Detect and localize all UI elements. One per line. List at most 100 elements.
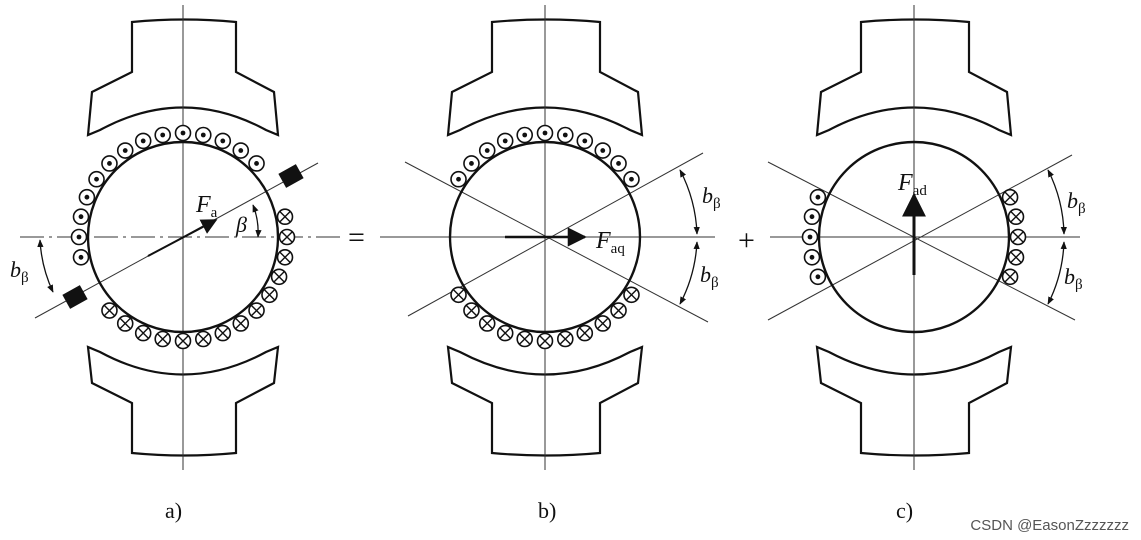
- conductor-ring: [801, 188, 1027, 286]
- conductor-in-icon: [101, 302, 118, 319]
- top-pole: [446, 18, 644, 137]
- conductor-out-icon: [72, 248, 90, 266]
- conductor-in-icon: [536, 332, 554, 350]
- stator-poles: [815, 18, 1013, 457]
- angle-arc-beta: [252, 204, 262, 238]
- top-pole: [815, 18, 1013, 137]
- conductor-in-icon: [232, 315, 250, 332]
- conductor-in-icon: [134, 324, 152, 342]
- force-arrow-fa: [147, 219, 218, 257]
- conductor-out-icon: [623, 170, 640, 188]
- conductor-in-icon: [1001, 188, 1019, 206]
- conductor-in-icon: [154, 330, 172, 348]
- width-arc-b: [37, 239, 54, 293]
- conductor-out-icon: [72, 208, 90, 226]
- conductor-in-icon: [610, 302, 627, 319]
- conductor-out-icon: [594, 142, 612, 159]
- conductor-in-icon: [276, 208, 294, 226]
- diagonal-line: [404, 161, 709, 323]
- width-arc-b-lower: [679, 241, 700, 305]
- conductor-out-icon: [154, 126, 172, 144]
- equals-operator: =: [348, 221, 365, 254]
- conductor-out-icon: [496, 132, 514, 150]
- conductor-in-icon: [576, 324, 594, 342]
- stator-poles: [446, 18, 644, 457]
- angle-label-beta: β: [235, 212, 247, 237]
- panel-c: Fad bβ bβ c): [767, 5, 1086, 523]
- conductor-out-icon: [556, 126, 574, 144]
- width-label-b-lower: bβ: [1064, 264, 1083, 293]
- conductor-out-icon: [516, 126, 534, 144]
- conductor-out-icon: [803, 248, 821, 266]
- width-arc-b-lower: [1047, 241, 1067, 305]
- width-arc-b-upper: [679, 169, 700, 235]
- conductor-out-icon: [610, 155, 627, 172]
- panel-a: Fa β bβ a): [10, 5, 345, 523]
- conductor-out-icon: [134, 132, 152, 150]
- conductor-in-icon: [450, 286, 467, 304]
- conductor-in-icon: [478, 315, 496, 332]
- conductor-in-icon: [174, 332, 192, 350]
- conductor-out-icon: [101, 155, 118, 172]
- force-label-fa: Fa: [195, 192, 218, 221]
- watermark: CSDN @EasonZzzzzzz: [970, 517, 1129, 534]
- conductor-out-icon: [450, 170, 467, 188]
- brush-upper: [278, 164, 304, 188]
- conductor-in-icon: [276, 248, 294, 266]
- conductor-out-icon: [116, 142, 134, 159]
- panel-caption-b: b): [538, 498, 556, 523]
- brushes: [62, 164, 304, 309]
- conductor-in-icon: [516, 330, 534, 348]
- conductor-out-icon: [536, 124, 554, 142]
- conductor-ring: [70, 124, 296, 350]
- conductor-out-icon: [478, 142, 496, 159]
- conductor-in-icon: [623, 286, 640, 304]
- brush-lower: [62, 285, 88, 309]
- diagonal-line: [767, 161, 1076, 321]
- panel-caption-a: a): [165, 498, 182, 523]
- conductor-out-icon: [809, 188, 827, 206]
- conductor-out-icon: [78, 188, 96, 206]
- conductor-in-icon: [496, 324, 514, 342]
- conductor-out-icon: [232, 142, 250, 159]
- conductor-out-icon: [809, 268, 827, 286]
- bottom-pole: [446, 345, 644, 457]
- width-label-b-upper: bβ: [1067, 188, 1086, 217]
- conductor-in-icon: [1007, 208, 1025, 226]
- diagonal-line: [767, 154, 1073, 321]
- conductor-in-icon: [270, 268, 288, 286]
- width-label-b-lower: bβ: [700, 262, 719, 291]
- conductor-out-icon: [801, 228, 819, 246]
- width-label-b: bβ: [10, 257, 29, 286]
- conductor-in-icon: [1001, 268, 1019, 286]
- conductor-out-icon: [576, 132, 594, 150]
- force-label-faq: Faq: [595, 228, 625, 257]
- rotor-circle: [817, 140, 1011, 334]
- conductor-ring: [450, 124, 640, 350]
- panel-caption-c: c): [896, 498, 913, 523]
- conductor-in-icon: [214, 324, 232, 342]
- conductor-out-icon: [803, 208, 821, 226]
- rotor-circle: [448, 140, 642, 334]
- conductor-in-icon: [594, 315, 612, 332]
- conductor-in-icon: [556, 330, 574, 348]
- conductor-in-icon: [248, 302, 265, 319]
- stator-poles: [86, 18, 280, 457]
- conductor-in-icon: [116, 315, 134, 332]
- conductor-out-icon: [194, 126, 212, 144]
- conductor-out-icon: [214, 132, 232, 150]
- conductor-out-icon: [248, 155, 265, 172]
- width-label-b-upper: bβ: [702, 183, 721, 212]
- conductor-out-icon: [174, 124, 192, 142]
- conductor-in-icon: [1007, 248, 1025, 266]
- bottom-pole: [86, 345, 280, 457]
- conductor-out-icon: [70, 228, 88, 246]
- conductor-in-icon: [194, 330, 212, 348]
- rotor-circle: [86, 140, 280, 334]
- plus-operator: +: [738, 224, 755, 257]
- conductor-in-icon: [278, 228, 296, 246]
- conductor-out-icon: [463, 155, 480, 172]
- conductor-in-icon: [1009, 228, 1027, 246]
- conductor-out-icon: [88, 170, 105, 188]
